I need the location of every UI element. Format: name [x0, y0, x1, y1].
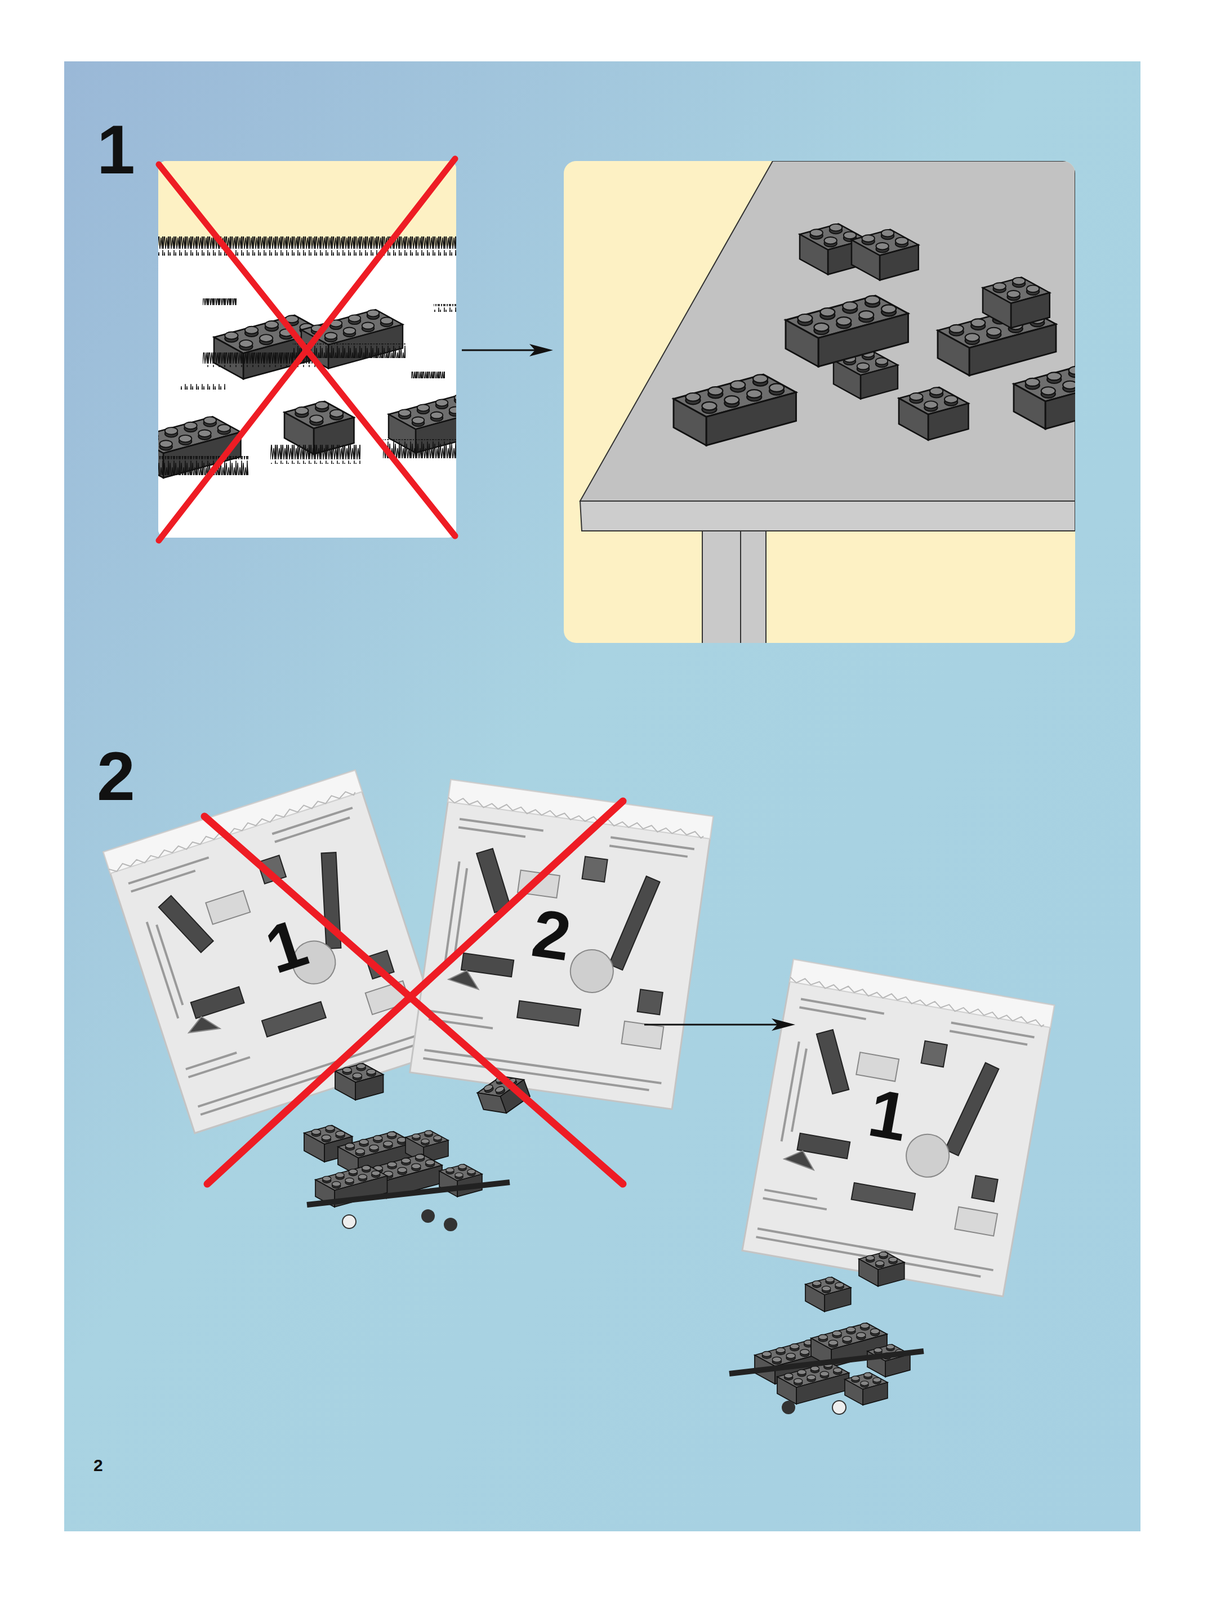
step-arrow	[461, 344, 554, 357]
correct-bag	[729, 959, 1055, 1415]
cross-mark	[158, 158, 456, 541]
wrong-bags	[103, 770, 714, 1232]
page-number: 2	[93, 1457, 104, 1475]
bag-number: 1	[863, 1078, 913, 1152]
cross-mark	[204, 801, 623, 1185]
parts-bag: 2	[458, 822, 645, 1048]
bag-number: 1	[257, 908, 315, 985]
bag-number: 2	[528, 898, 576, 971]
table-panel	[563, 161, 1076, 644]
parts-bag: 1	[795, 1002, 982, 1228]
step-number: 1	[96, 115, 136, 185]
step-arrow	[644, 1018, 796, 1032]
arrow-line	[644, 1024, 779, 1027]
page-background	[64, 61, 1141, 1532]
step-number: 2	[96, 742, 136, 812]
parts-bag: 1	[193, 833, 380, 1059]
arrow-head	[771, 1018, 796, 1032]
